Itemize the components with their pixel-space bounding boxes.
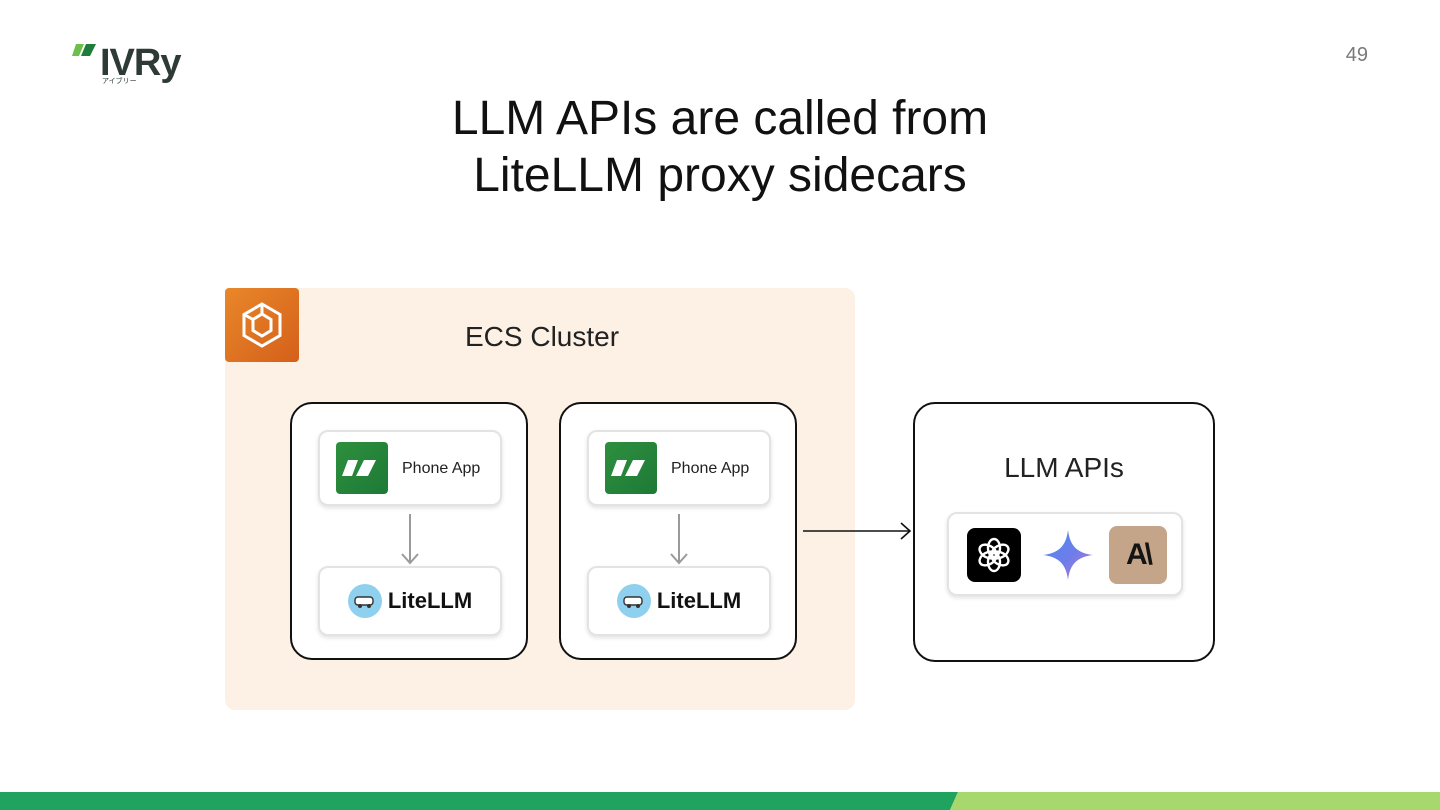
ecs-cluster-label: ECS Cluster <box>465 321 620 352</box>
litellm-icon <box>347 584 382 618</box>
logo-subtext: アイブリー <box>102 78 137 85</box>
logo-wordmark: IVRy <box>100 42 181 84</box>
phone-app-icon <box>605 442 657 494</box>
phone-app-card: Phone App <box>587 430 771 506</box>
gemini-icon <box>1043 530 1093 580</box>
llm-apis-label: LLM APIs <box>1004 452 1124 483</box>
right-arrow-icon <box>803 522 912 540</box>
openai-icon <box>967 528 1021 582</box>
litellm-card: LiteLLM <box>318 566 502 636</box>
aws-ecs-icon <box>225 288 299 362</box>
anthropic-icon: A\ <box>1109 526 1167 584</box>
anthropic-glyph: A\ <box>1126 538 1153 571</box>
down-arrow-icon <box>401 514 419 565</box>
slide-title-line-1: LLM APIs are called from <box>451 92 989 145</box>
phone-app-label: Phone App <box>671 460 750 477</box>
llm-providers-card: A\ <box>947 512 1183 596</box>
llm-apis-box: LLM APIs <box>913 402 1215 662</box>
phone-app-label: Phone App <box>402 460 481 477</box>
footer-bar <box>0 792 1440 810</box>
task-box-2: Phone App LiteLLM <box>559 402 797 660</box>
litellm-label: LiteLLM <box>656 588 742 613</box>
litellm-card: LiteLLM <box>587 566 771 636</box>
ivry-logo: IVRy アイブリー <box>72 40 202 86</box>
down-arrow-icon <box>670 514 688 565</box>
ivry-logo-mark-icon <box>72 44 96 56</box>
litellm-icon <box>616 584 651 618</box>
phone-app-card: Phone App <box>318 430 502 506</box>
page-number: 49 <box>1345 44 1368 66</box>
task-box-1: Phone App LiteLLM <box>290 402 528 660</box>
litellm-label: LiteLLM <box>387 588 473 613</box>
slide-title-line-2: LiteLLM proxy sidecars <box>473 149 967 202</box>
phone-app-icon <box>336 442 388 494</box>
